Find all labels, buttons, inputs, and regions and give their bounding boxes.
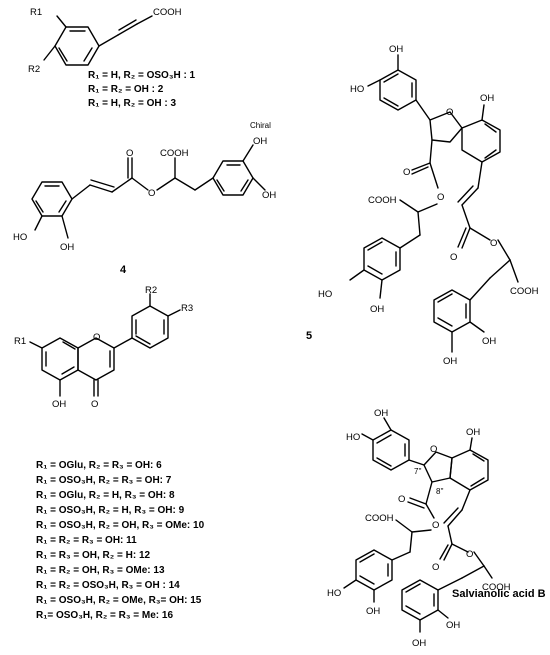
o-atom-5d: O	[490, 238, 497, 249]
oh-atom-sab-b: OH	[466, 427, 480, 438]
r1-atom: R1	[30, 7, 42, 18]
o-atom-sab-c: O	[432, 562, 439, 573]
ho-atom-sab-a: HO	[346, 432, 360, 443]
oh-atom-sab-e: OH	[412, 638, 426, 649]
oh-atom-4a: OH	[60, 242, 74, 253]
compound-number-5: 5	[306, 330, 313, 342]
chiral-atom: Chiral	[250, 121, 271, 130]
o-atom-sab-b: O	[432, 520, 439, 531]
flavone-label-9: R₁ = OSO₃H, R₂ = H, R₃ = OH: 9	[36, 505, 185, 516]
o-atom-4a: O	[126, 148, 133, 159]
oh-atom-sab-c: OH	[366, 606, 380, 617]
flavone-structure: O O OH R1 R2 R3	[14, 285, 193, 410]
compound-label-1: R₁ = H, R₂ = OSO₃H : 1	[88, 70, 196, 81]
flavone-label-7: R₁ = OSO₃H, R₂ = R₃ = OH: 7	[36, 475, 172, 486]
h7-label: 7''	[414, 467, 422, 476]
o-atom-5b: O	[437, 192, 444, 203]
compound-number-4: 4	[120, 264, 127, 276]
cooh-atom-sab-a: COOH	[365, 513, 394, 524]
ho-atom-4a: HO	[13, 232, 27, 243]
salvianolic-acid-b-title: Salvianolic acid B	[452, 588, 546, 600]
oh-atom-sab-d: OH	[446, 620, 460, 631]
flavone-label-8: R₁ = OGlu, R₂ = H, R₃ = OH: 8	[36, 490, 175, 501]
o-atom-5c: O	[450, 252, 457, 263]
flavone-label-10: R₁ = OSO₃H, R₂ = OH, R₃ = OMe: 10	[36, 520, 205, 531]
o-atom-sab-a: O	[398, 494, 405, 505]
ho-atom-5a: HO	[350, 84, 364, 95]
oh-atom-5c: OH	[370, 304, 384, 315]
flavone-label-12: R₁ = R₃ = OH, R₂ = H: 12	[36, 550, 151, 561]
ho-atom-sab-b: HO	[327, 588, 341, 599]
compound-5-structure: OH HO O OH O O COOH HO OH	[318, 44, 539, 367]
salvianolic-acid-b-structure: OH HO O 7'' 8'' OH O O COOH HO OH	[327, 408, 511, 649]
r1-atom-flavone: R1	[14, 336, 26, 347]
r2-atom: R2	[28, 64, 40, 75]
o-atom-5-furan: O	[446, 107, 453, 118]
cooh-atom-5b: COOH	[510, 286, 539, 297]
oh-atom-5d: OH	[482, 336, 496, 347]
oh-atom-5b: OH	[480, 93, 494, 104]
r2-atom-flavone: R2	[145, 285, 157, 296]
flavone-label-11: R₁ = R₂ = R₃ = OH: 11	[36, 535, 137, 546]
ho-atom-5b: HO	[318, 289, 332, 300]
o-atom-sab-d: O	[466, 549, 473, 560]
cooh-atom-4: COOH	[160, 148, 189, 159]
flavone-label-6: R₁ = OGlu, R₂ = R₃ = OH: 6	[36, 460, 162, 471]
oh-atom-flavone: OH	[52, 399, 66, 410]
oh-atom-4c: OH	[262, 190, 276, 201]
oh-atom-4b: OH	[253, 136, 267, 147]
compound-1-3-structure: R1 R2 COOH	[28, 7, 182, 75]
flavone-label-14: R₁ = R₂ = OSO₃H, R₃ = OH : 14	[36, 580, 180, 591]
o-atom-sab-furan: O	[430, 444, 437, 455]
cooh-atom-sab-b: COOH	[482, 582, 511, 593]
flavone-label-16: R₁= OSO₃H, R₂ = R₃ = Me: 16	[36, 610, 174, 621]
flavone-label-13: R₁ = R₂ = OH, R₃ = OMe: 13	[36, 565, 165, 576]
o-atom-flavone-carbonyl: O	[91, 399, 98, 410]
o-atom-5a: O	[403, 167, 410, 178]
h8-label: 8''	[436, 487, 444, 496]
o-atom-flavone-ring: O	[93, 332, 100, 343]
cooh-atom: COOH	[153, 7, 182, 18]
cooh-atom-5a: COOH	[368, 195, 397, 206]
compound-label-3: R₁ = H, R₂ = OH : 3	[88, 98, 177, 109]
flavone-label-15: R₁ = OSO₃H, R₂ = OMe, R₃= OH: 15	[36, 595, 202, 606]
oh-atom-sab-a: OH	[374, 408, 388, 419]
r3-atom-flavone: R3	[181, 303, 193, 314]
compound-label-2: R₁ = R₂ = OH : 2	[88, 84, 164, 95]
compound-4-structure: HO OH O O COOH OH OH Chiral	[13, 121, 276, 253]
o-atom-4b: O	[148, 188, 155, 199]
oh-atom-5a: OH	[389, 44, 403, 55]
oh-atom-5e: OH	[443, 356, 457, 367]
